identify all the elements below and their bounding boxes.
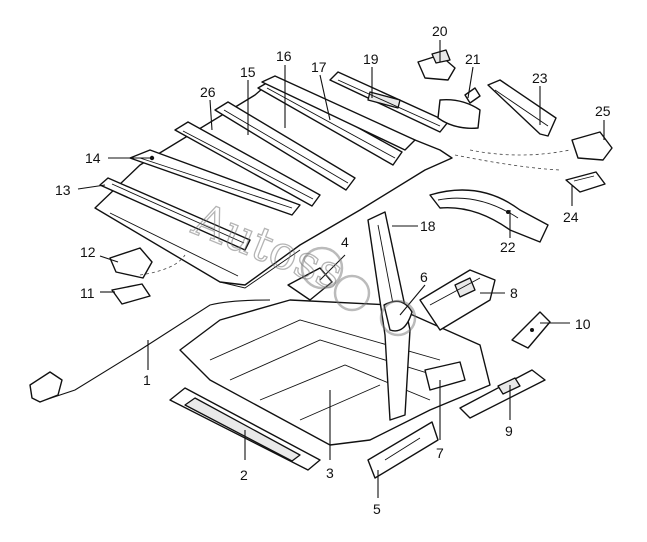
callout-16: 16 [276,48,292,64]
sill-2 [169,387,321,471]
callout-15: 15 [240,64,256,80]
callout-14: 14 [85,150,101,166]
callout-10: 10 [575,316,591,332]
callout-numbers: 1 2 3 4 5 6 7 8 9 10 11 12 13 14 15 16 1… [55,23,611,517]
floor-pan-3 [179,299,491,446]
bracket-7 [424,361,466,391]
bracket-10 [511,311,551,349]
callout-18: 18 [420,218,436,234]
callout-5: 5 [373,501,381,517]
callout-leaders [77,40,605,498]
panel-5 [367,421,439,479]
callout-17: 17 [311,59,327,75]
callout-24: 24 [563,209,579,225]
callout-25: 25 [595,103,611,119]
crossmember-8 [419,269,496,331]
callout-6: 6 [420,269,428,285]
rail-9 [459,369,546,419]
callout-7: 7 [436,445,444,461]
dome-lamp-20 [417,49,456,81]
callout-26: 26 [200,84,216,100]
lamp-12 [109,247,153,279]
callout-4: 4 [341,234,349,250]
rear-bow-22 [429,189,549,243]
dashed-connectors [139,149,571,276]
callout-19: 19 [363,51,379,67]
callout-23: 23 [532,70,548,86]
roof-bow-26 [174,121,321,207]
callout-1: 1 [143,372,151,388]
callout-21: 21 [465,51,481,67]
sun-visor-23 [487,79,557,137]
callout-22: 22 [500,239,516,255]
roof-bow-17 [261,75,416,151]
callout-2: 2 [240,467,248,483]
lens-11 [111,283,151,305]
callout-3: 3 [326,465,334,481]
roof-bow-14 [129,149,301,216]
callout-11: 11 [80,285,95,301]
lens-24 [565,171,606,193]
cable-1 [29,299,271,403]
rear-view-mirror-21 [437,87,481,129]
roof-bow-13 [99,177,251,251]
callout-12: 12 [80,244,96,260]
roof-bow-15 [214,101,356,191]
lamp-25 [571,131,613,161]
callout-13: 13 [55,182,71,198]
callout-9: 9 [505,423,513,439]
callout-8: 8 [510,285,518,301]
callout-20: 20 [432,23,448,39]
